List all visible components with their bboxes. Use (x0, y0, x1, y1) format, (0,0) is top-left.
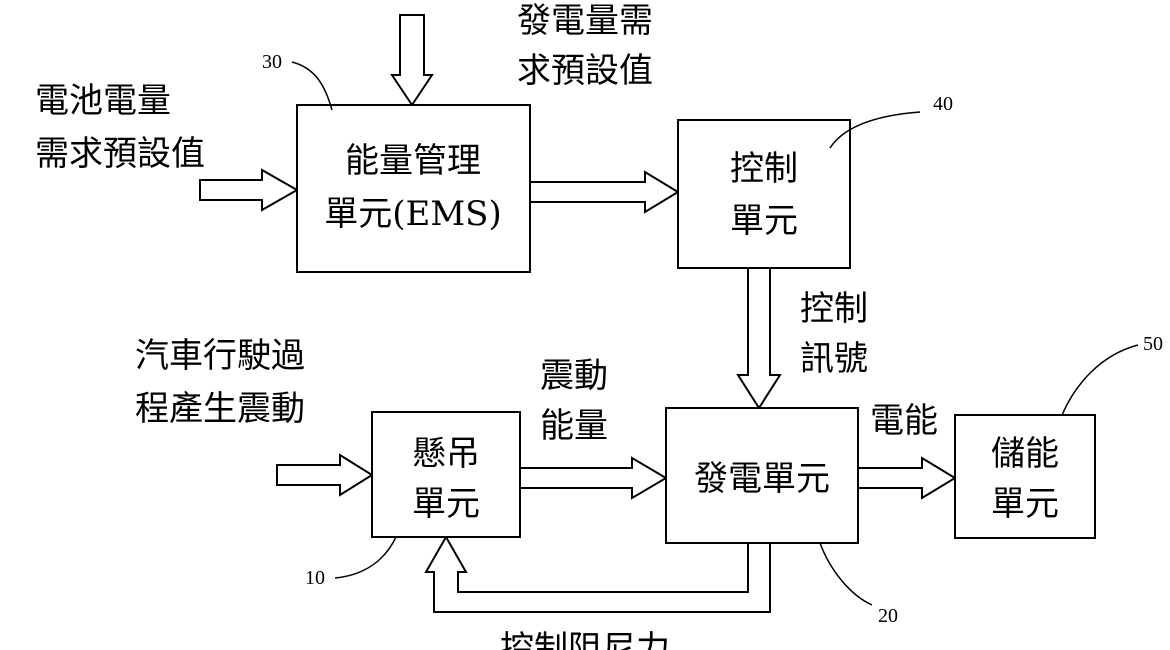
suspension-label-line1: 懸吊 (412, 434, 480, 474)
ems-label-line2: 單元(EMS) (324, 194, 501, 234)
battery-demand-line2: 需求預設值 (35, 134, 205, 174)
vibration-energy-line1: 震動 (540, 356, 608, 396)
electric-energy-label: 電能 (870, 401, 938, 441)
leader-10 (334, 536, 397, 579)
generation-demand-line2: 求預設值 (517, 51, 653, 91)
ref-40: 40 (933, 93, 953, 115)
suspension-label-line2: 單元 (412, 484, 480, 524)
arrow-battery-demand-to-ems (199, 168, 300, 212)
control-signal-line2: 訊號 (800, 339, 868, 379)
ref-50: 50 (1143, 333, 1163, 355)
control-label-line2: 單元 (730, 201, 798, 241)
vibration-energy-line2: 能量 (540, 406, 608, 446)
ref-20: 20 (878, 605, 898, 627)
leader-50 (1061, 344, 1139, 416)
generator-label: 發電單元 (694, 459, 830, 499)
vehicle-vibration-line1: 汽車行駛過 (135, 336, 305, 376)
ref-10: 10 (305, 567, 325, 589)
leader-40 (829, 111, 921, 149)
arrow-ems-to-control (529, 170, 680, 214)
ref-30: 30 (262, 51, 282, 73)
battery-demand-line1: 電池電量 (35, 81, 171, 121)
storage-label-line1: 儲能 (991, 434, 1059, 474)
generation-demand-line1: 發電量需 (517, 1, 653, 41)
arrow-generation-demand-to-ems (390, 14, 434, 107)
ems-block (296, 104, 531, 273)
arrow-damping-feedback (424, 534, 771, 613)
ems-label-line1: 能量管理 (345, 141, 481, 181)
arrow-vibration-to-suspension (276, 453, 374, 497)
leader-20 (819, 542, 873, 606)
control-signal-line1: 控制 (800, 289, 868, 329)
vehicle-vibration-line2: 程產生震動 (135, 389, 305, 429)
control-label-line1: 控制 (730, 149, 798, 189)
arrow-generator-to-storage (857, 456, 957, 500)
leader-30 (291, 61, 333, 111)
damping-force-label: 控制阻尼力 (500, 629, 670, 650)
suspension-block (371, 411, 521, 538)
generator-block (665, 407, 859, 544)
storage-label-line2: 單元 (991, 484, 1059, 524)
storage-block (954, 414, 1096, 539)
arrow-suspension-to-generator (519, 456, 668, 500)
arrow-control-to-generator (736, 267, 782, 410)
control-block (677, 119, 851, 269)
